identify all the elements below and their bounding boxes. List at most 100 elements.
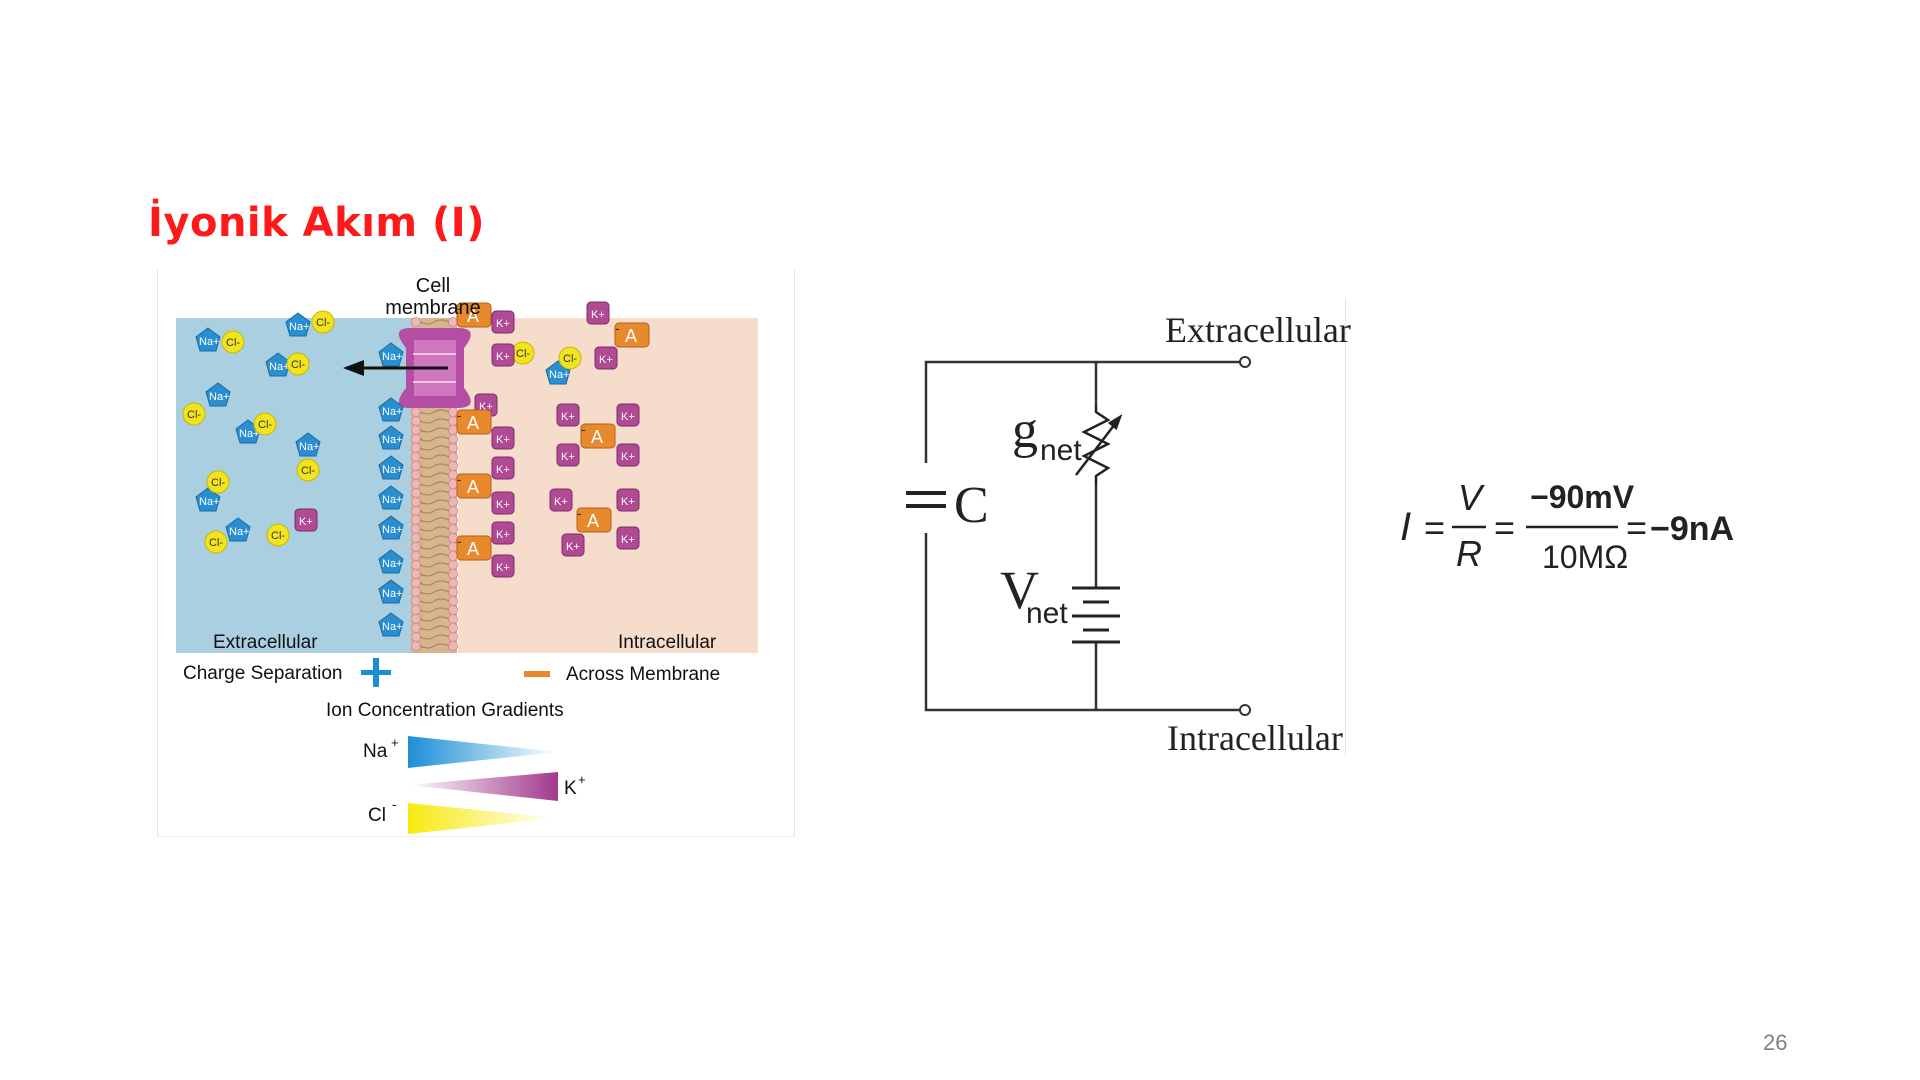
potassium-ion-icon: K+: [616, 403, 640, 427]
svg-text:K+: K+: [621, 411, 635, 423]
svg-text:K+: K+: [561, 451, 575, 463]
anion-icon: A-: [456, 471, 492, 499]
voltage-subscript: net: [1026, 597, 1068, 630]
variable-resistor-symbol: [1075, 405, 1123, 485]
svg-text:Cl-: Cl-: [563, 353, 577, 365]
svg-text:V: V: [1000, 560, 1039, 620]
svg-text:K+: K+: [554, 496, 568, 508]
anion-icon: A-: [456, 533, 492, 561]
svg-text:Cl-: Cl-: [516, 348, 530, 360]
conductance-subscript: net: [1040, 434, 1082, 467]
cell-membrane-label: Cell: [416, 275, 450, 297]
chloride-ion-icon: Cl-: [182, 402, 206, 426]
sodium-ion-icon: Na+: [195, 327, 221, 352]
potassium-ion-icon: K+: [294, 508, 318, 532]
svg-text:K+: K+: [496, 464, 510, 476]
slide-title: İyonik Akım (I): [148, 200, 485, 246]
svg-text:Na+: Na+: [299, 441, 320, 453]
sodium-ion-icon: Na+: [378, 425, 404, 450]
svg-text:Na+: Na+: [382, 494, 403, 506]
svg-text:-: -: [577, 505, 582, 521]
sodium-ion-icon: Na+: [195, 487, 221, 512]
anion-icon: A-: [580, 421, 616, 449]
svg-text:Na+: Na+: [382, 406, 403, 418]
conductance-label: g net: [1012, 402, 1082, 467]
potassium-ion-icon: K+: [556, 443, 580, 467]
anion-icon: A-: [456, 300, 492, 328]
sodium-ion-icon: Na+: [378, 485, 404, 510]
svg-text:Na+: Na+: [209, 391, 230, 403]
chloride-ion-icon: Cl-: [204, 530, 228, 554]
k-gradient: K +: [408, 772, 586, 801]
sodium-ion-icon: Na+: [378, 612, 404, 637]
svg-text:K+: K+: [621, 496, 635, 508]
svg-text:-: -: [457, 300, 462, 316]
anion-icon: A-: [576, 505, 612, 533]
sodium-ion-icon: Na+: [378, 397, 404, 422]
ohms-law-equation: I = V R = −90mV 10MΩ = −9nA: [1400, 477, 1734, 575]
chloride-ion-icon: Cl-: [206, 470, 230, 494]
svg-text:Cl-: Cl-: [211, 477, 225, 489]
svg-text:A: A: [467, 539, 479, 559]
svg-text:K+: K+: [496, 351, 510, 363]
svg-text:A: A: [587, 511, 599, 531]
svg-text:Na+: Na+: [382, 558, 403, 570]
svg-text:Cl-: Cl-: [187, 409, 201, 421]
potassium-ion-icon: K+: [491, 310, 515, 334]
k-gradient-label: K: [564, 778, 577, 799]
divider: [1345, 298, 1346, 756]
sodium-ion-icon: Na+: [378, 579, 404, 604]
potassium-ion-icon: K+: [491, 521, 515, 545]
svg-text:A: A: [467, 477, 479, 497]
charge-separation-label: Charge Separation: [183, 663, 343, 684]
chloride-ion-icon: Cl-: [286, 352, 310, 376]
eq-equals-1: =: [1424, 507, 1445, 548]
across-membrane-label: Across Membrane: [566, 664, 720, 685]
sodium-ion-icon: Na+: [378, 342, 404, 367]
na-gradient: Na +: [363, 735, 558, 768]
svg-text:A: A: [467, 306, 479, 326]
sodium-ion-icon: Na+: [205, 382, 231, 407]
cl-gradient: Cl -: [368, 796, 558, 834]
chloride-ion-icon: Cl-: [266, 523, 290, 547]
potassium-ion-icon: K+: [491, 554, 515, 578]
svg-text:K+: K+: [496, 499, 510, 511]
cl-gradient-label: Cl: [368, 805, 386, 826]
potassium-ion-icon: K+: [556, 403, 580, 427]
ion-membrane-figure: Na+ Na+ Na+ Na+ Na+ Na+ Na+ Na+ Na+ Na+ Na+ Na+ Na+ N…: [157, 270, 795, 837]
svg-text:K+: K+: [496, 562, 510, 574]
chloride-ion-icon: Cl-: [311, 310, 335, 334]
svg-text:-: -: [457, 471, 462, 487]
svg-text:K+: K+: [496, 318, 510, 330]
svg-text:-: -: [457, 407, 462, 423]
svg-text:A: A: [591, 427, 603, 447]
potassium-ion-icon: K+: [491, 426, 515, 450]
svg-text:+: +: [391, 735, 399, 750]
svg-text:A: A: [625, 326, 637, 346]
svg-text:K+: K+: [621, 534, 635, 546]
svg-text:Cl-: Cl-: [316, 317, 330, 329]
minus-icon: [524, 671, 550, 677]
chloride-ion-icon: Cl-: [511, 341, 535, 365]
circuit-wires: [924, 360, 1240, 712]
svg-text:Cl-: Cl-: [271, 530, 285, 542]
sodium-ion-icon: Na+: [378, 549, 404, 574]
svg-text:K+: K+: [496, 434, 510, 446]
svg-text:Na+: Na+: [382, 434, 403, 446]
potassium-ion-icon: K+: [616, 443, 640, 467]
svg-text:+: +: [578, 772, 586, 787]
svg-text:-: -: [581, 421, 586, 437]
potassium-ion-icon: K+: [594, 346, 618, 370]
sodium-ion-icon: Na+: [378, 515, 404, 540]
svg-text:g: g: [1012, 402, 1038, 459]
sodium-ion-icon: Na+: [295, 432, 321, 457]
intracellular-label: Intracellular: [618, 632, 717, 653]
svg-text:Cl-: Cl-: [301, 465, 315, 477]
page-number: 26: [1763, 1030, 1788, 1055]
potassium-ion-icon: K+: [491, 491, 515, 515]
svg-text:Na+: Na+: [289, 321, 310, 333]
svg-text:Cl-: Cl-: [209, 537, 223, 549]
capacitor-symbol: [906, 491, 946, 508]
eq-result: −9nA: [1650, 510, 1734, 548]
eq-resistance-value: 10MΩ: [1542, 539, 1628, 575]
